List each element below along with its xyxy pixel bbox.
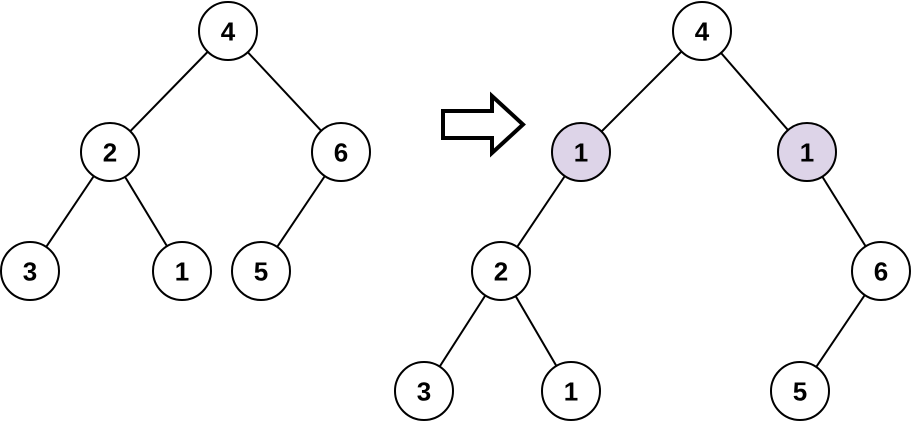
node-label: 3 bbox=[417, 376, 431, 406]
tree-node-before-a6: 6 bbox=[311, 122, 371, 182]
node-circle bbox=[198, 1, 258, 61]
node-label: 6 bbox=[334, 137, 348, 167]
node-label: 1 bbox=[574, 137, 588, 167]
node-circle bbox=[394, 361, 454, 421]
right-arrow-icon bbox=[441, 91, 526, 158]
node-label: 5 bbox=[793, 376, 807, 406]
node-circle bbox=[851, 241, 911, 301]
tree-node-before-a4: 4 bbox=[198, 1, 258, 61]
node-label: 1 bbox=[800, 137, 814, 167]
tree-node-after-b6: 6 bbox=[851, 241, 911, 301]
node-circle bbox=[0, 241, 60, 301]
node-circle bbox=[80, 122, 140, 182]
node-circle bbox=[541, 361, 601, 421]
node-circle bbox=[152, 241, 212, 301]
node-circle-highlighted bbox=[551, 122, 611, 182]
node-circle bbox=[770, 361, 830, 421]
tree-node-after-b1r: 1 bbox=[777, 122, 837, 182]
tree-before: 4 2 6 3 1 5 bbox=[0, 1, 371, 301]
tree-node-after-b2: 2 bbox=[471, 241, 531, 301]
tree-node-before-a5: 5 bbox=[231, 241, 291, 301]
node-label: 4 bbox=[221, 16, 236, 46]
tree-node-after-b5: 5 bbox=[770, 361, 830, 421]
node-circle bbox=[672, 1, 732, 61]
node-label: 4 bbox=[695, 16, 710, 46]
node-circle bbox=[231, 241, 291, 301]
node-label: 6 bbox=[874, 256, 888, 286]
tree-node-after-b1: 1 bbox=[541, 361, 601, 421]
tree-node-before-a1: 1 bbox=[152, 241, 212, 301]
node-label: 2 bbox=[494, 256, 508, 286]
node-circle bbox=[311, 122, 371, 182]
tree-node-after-b4: 4 bbox=[672, 1, 732, 61]
node-label: 3 bbox=[23, 256, 37, 286]
node-circle-highlighted bbox=[777, 122, 837, 182]
tree-node-before-a2: 2 bbox=[80, 122, 140, 182]
node-circle bbox=[471, 241, 531, 301]
node-label: 1 bbox=[175, 256, 189, 286]
tree-node-before-a3: 3 bbox=[0, 241, 60, 301]
node-label: 5 bbox=[254, 256, 268, 286]
tree-node-after-b3: 3 bbox=[394, 361, 454, 421]
node-label: 2 bbox=[103, 137, 117, 167]
node-label: 1 bbox=[564, 376, 578, 406]
tree-after: 4 1 1 2 6 3 1 5 bbox=[394, 1, 911, 421]
tree-node-after-b1l: 1 bbox=[551, 122, 611, 182]
